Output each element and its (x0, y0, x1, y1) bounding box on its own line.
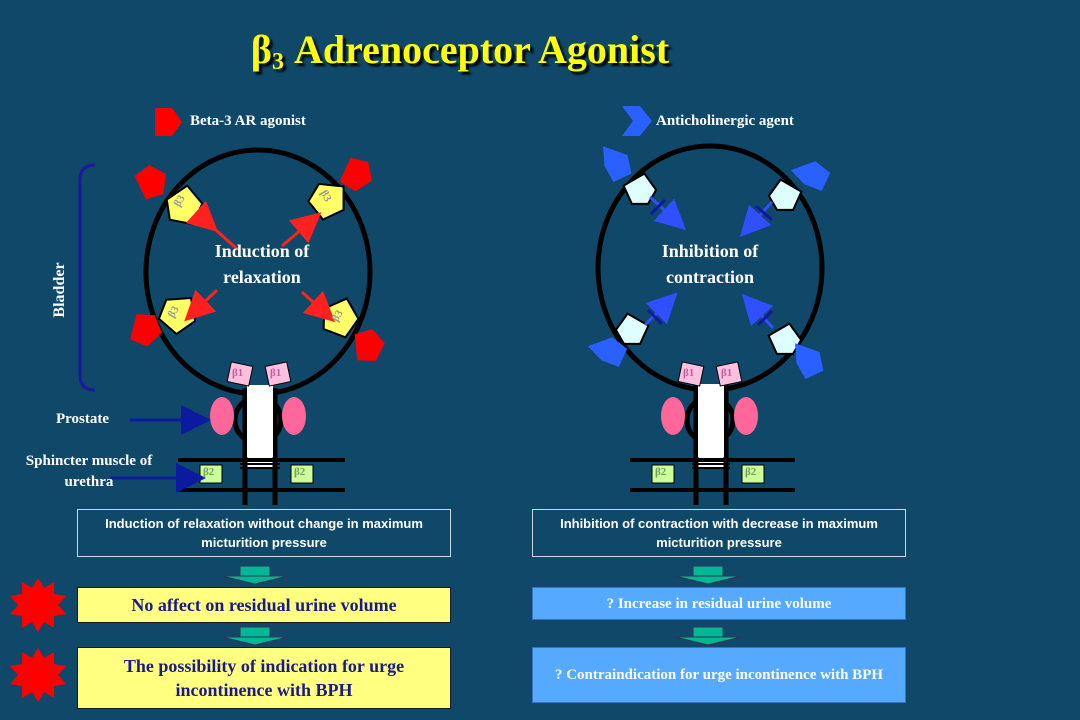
receptor-label-beta2: β2 (203, 466, 215, 478)
agonist-icon (130, 314, 162, 347)
right-contraindication-box: ? Contraindication for urge incontinence… (532, 647, 906, 703)
left-residual-text: No affect on residual urine volume (131, 595, 397, 615)
left-center-label: Induction of relaxation (214, 241, 310, 287)
prostate-lobe-left (661, 397, 685, 435)
right-center-label: Inhibition of contraction (661, 241, 759, 287)
agonist-legend-icon (155, 108, 182, 136)
right-bladder (587, 143, 831, 505)
receptor-label-beta2: β2 (655, 466, 667, 478)
anticholinergic-icon (603, 146, 632, 182)
right-result-box: Inhibition of contraction with decrease … (532, 509, 906, 557)
muscarinic-receptor (767, 178, 803, 211)
agonist-icon (134, 165, 166, 200)
anticholinergic-legend-icon (622, 106, 652, 136)
agonist-icon (339, 157, 373, 192)
receptor-label-beta1: β1 (270, 367, 282, 379)
left-bladder (130, 147, 385, 505)
prostate-label: Prostate (56, 411, 110, 427)
green-down-arrow (221, 626, 289, 646)
right-residual-box: ? Increase in residual urine volume (532, 587, 906, 620)
receptor-label-beta1: β1 (721, 367, 733, 379)
left-indication-box: The possibility of indication for urge i… (77, 647, 451, 709)
receptor-label-beta2: β2 (294, 466, 306, 478)
muscarinic-receptor (622, 172, 658, 205)
left-residual-box: No affect on residual urine volume (77, 587, 451, 623)
prostate-lobe-right (282, 397, 306, 435)
beta3-receptor (307, 182, 345, 221)
left-result-box: Induction of relaxation without change i… (77, 509, 451, 557)
green-down-arrow (674, 626, 742, 646)
green-down-arrow (674, 565, 742, 585)
anticholinergic-icon (587, 337, 628, 367)
receptor-label-beta2: β2 (745, 466, 757, 478)
sphincter-label: Sphincter muscle of urethra (25, 453, 153, 490)
right-contraindication-text: ? Contraindication for urge incontinence… (554, 667, 884, 683)
prostate-lobe-left (210, 397, 234, 435)
right-result-text: Inhibition of contraction with decrease … (560, 516, 878, 550)
red-starburst-icon (10, 648, 66, 702)
left-indication-text: The possibility of indication for urge i… (123, 656, 405, 700)
green-down-arrow (221, 565, 289, 585)
beta3-receptor (165, 184, 204, 226)
left-result-text: Induction of relaxation without change i… (105, 516, 423, 550)
legend-anticholinergic-label: Anticholinergic agent (656, 113, 794, 129)
title-beta: β (250, 27, 272, 72)
bladder-label: Bladder (51, 262, 68, 318)
bladder-bracket (78, 163, 96, 392)
receptor-label-beta1: β1 (683, 367, 695, 379)
red-starburst-icon (10, 578, 66, 632)
agonist-icon (354, 329, 385, 362)
receptor-label-beta1: β1 (232, 367, 244, 379)
anticholinergic-icon (795, 343, 824, 379)
right-residual-text: ? Increase in residual urine volume (606, 595, 832, 612)
title-subscript: 3 (271, 49, 284, 75)
title-text: Adrenoceptor Agonist (293, 27, 670, 72)
legend-agonist-label: Beta-3 AR agonist (190, 113, 306, 129)
prostate-lobe-right (734, 397, 758, 435)
anticholinergic-icon (790, 161, 831, 191)
slide-title: β3 Adrenoceptor Agonist (0, 26, 920, 76)
